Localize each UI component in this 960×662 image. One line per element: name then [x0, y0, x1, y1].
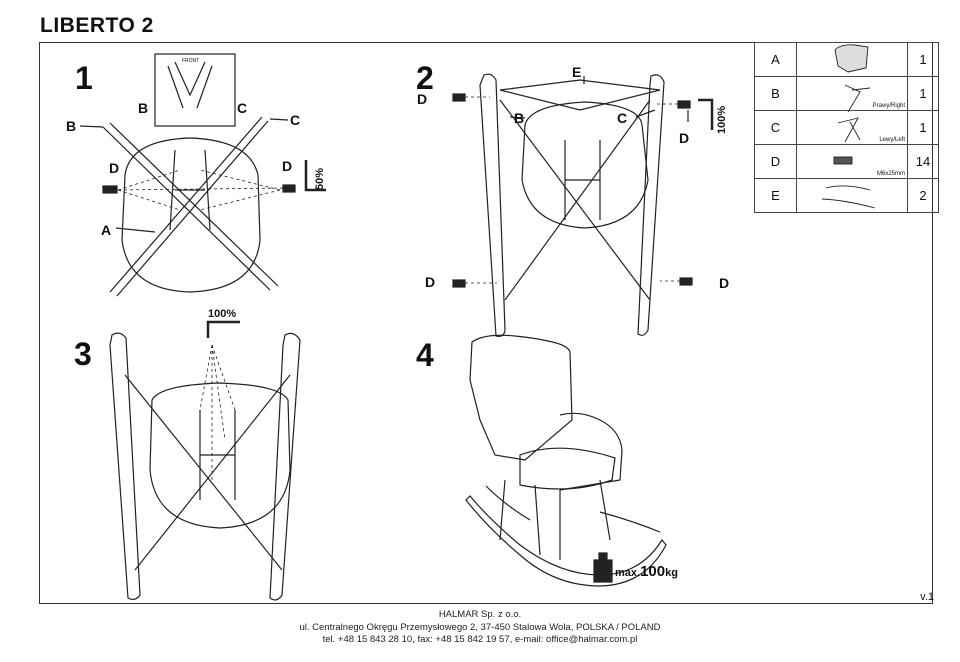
step2-label-d-top-left: D: [417, 91, 428, 107]
part-subtitle: Lewy/Left: [879, 137, 905, 143]
step1-label-d: D: [109, 160, 120, 176]
part-image-cell: [796, 42, 908, 77]
step2-label-d-bottom-right: D: [719, 275, 730, 291]
footer-address: ul. Centralnego Okręgu Przemysłowego 2, …: [299, 621, 661, 633]
part-image-cell: M6x25mm: [796, 144, 908, 179]
parts-row: B Prawy/Right 1: [754, 76, 939, 111]
footer: HALMAR Sp. z o.o. ul. Centralnego Okręgu…: [0, 609, 960, 647]
step1-label-a: A: [101, 222, 112, 238]
part-quantity: 1: [907, 110, 939, 145]
step1-inset-label-b: B: [138, 100, 149, 116]
parts-table: A 1 B Prawy/Right 1 C Lewy/Left 1 D M6x2…: [754, 42, 939, 213]
step3-torque-percent: 100%: [208, 308, 237, 320]
part-quantity: 1: [907, 76, 939, 111]
instruction-frame: [39, 42, 933, 604]
part-subtitle: Prawy/Right: [872, 103, 905, 109]
part-letter: C: [754, 110, 797, 145]
max-load-label: max.100kg: [615, 563, 678, 580]
part-quantity: 2: [907, 178, 939, 213]
version-label: v.1: [920, 591, 934, 603]
part-image-cell: [796, 178, 908, 213]
parts-row: C Lewy/Left 1: [754, 110, 939, 145]
step-number-4: 4: [416, 337, 434, 373]
part-letter: A: [754, 42, 797, 77]
parts-row: E 2: [754, 178, 939, 213]
step2-label-d-bottom-left: D: [425, 274, 436, 290]
step1-illustration: [79, 53, 326, 297]
step4-illustration: [465, 334, 667, 587]
part-letter: B: [754, 76, 797, 111]
step1-torque-percent: 50%: [314, 167, 326, 190]
max-load-prefix: max.: [615, 567, 641, 579]
step1-label-d2: D: [282, 158, 293, 174]
part-letter: E: [754, 178, 797, 213]
step-number-1: 1: [75, 60, 93, 96]
step2-label-b: B: [514, 110, 525, 126]
step1-label-b: B: [66, 118, 77, 134]
step2-torque-percent: 100%: [716, 105, 728, 134]
max-load-value: 100: [640, 563, 666, 580]
step2-label-e: E: [572, 64, 582, 80]
document-title: LIBERTO 2: [40, 14, 154, 37]
step3-illustration: [109, 320, 301, 601]
step2-label-c: C: [617, 110, 628, 126]
part-quantity: 14: [907, 144, 939, 179]
step2-illustration: [452, 73, 714, 337]
part-quantity: 1: [907, 42, 939, 77]
parts-row: D M6x25mm 14: [754, 144, 939, 179]
part-image-cell: Lewy/Left: [796, 110, 908, 145]
step1-label-c: C: [290, 112, 301, 128]
step1-inset-label-c: C: [237, 100, 248, 116]
footer-contact: tel. +48 15 843 28 10, fax: +48 15 842 1…: [322, 634, 638, 645]
step2-label-d-top-right: D: [679, 130, 690, 146]
max-load-unit: kg: [665, 567, 678, 579]
parts-row: A 1: [754, 42, 939, 77]
step-number-2: 2: [416, 60, 434, 96]
part-letter: D: [754, 144, 797, 179]
step-number-3: 3: [74, 336, 92, 372]
step1-inset-front-label: FRONT: [182, 58, 200, 64]
part-subtitle: M6x25mm: [876, 171, 905, 177]
footer-company: HALMAR Sp. z o.o.: [438, 609, 522, 620]
part-image-cell: Prawy/Right: [796, 76, 908, 111]
